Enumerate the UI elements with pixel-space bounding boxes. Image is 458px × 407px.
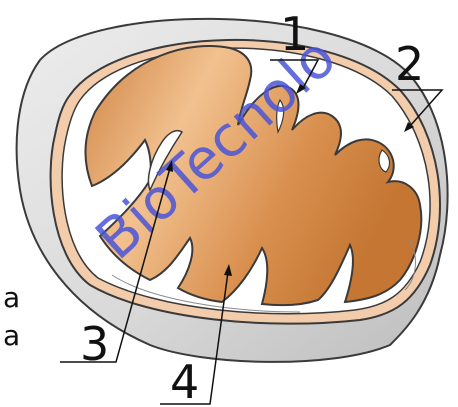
- label-4: 4: [170, 355, 199, 407]
- label-3: 3: [80, 317, 109, 371]
- label-1: 1: [280, 7, 309, 61]
- cut-off-text-2: a: [3, 319, 20, 352]
- label-2: 2: [395, 37, 424, 91]
- cut-off-text-1: a: [3, 281, 20, 314]
